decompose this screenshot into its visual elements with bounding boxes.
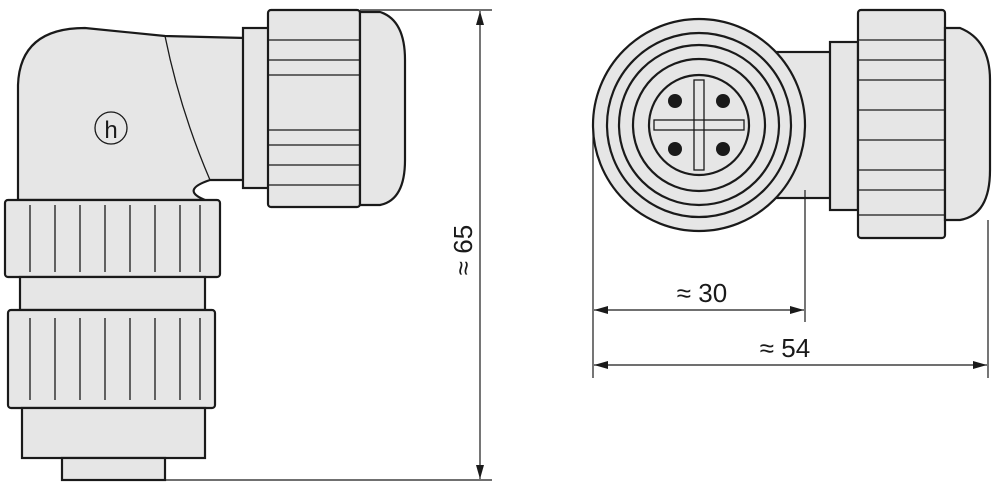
- body-mid: [18, 275, 207, 312]
- front-cable-cap: [943, 26, 992, 222]
- elbow-body: [16, 26, 247, 202]
- coupling-ribs: [29, 318, 201, 400]
- h-logo: h: [94, 111, 128, 145]
- pin-insert: [647, 73, 751, 177]
- logo-letter: h: [104, 117, 117, 144]
- inner-width-dimension-label: ≈ 30: [677, 278, 727, 308]
- insert-cross: [653, 79, 745, 171]
- front-view: ≈ 30 ≈ 54: [591, 8, 992, 378]
- coupling-nut: [6, 308, 217, 410]
- front-gland-coupling: [856, 8, 947, 240]
- gland-ribs: [268, 39, 360, 186]
- contact-pins: [668, 94, 730, 156]
- front-cable-nut: [828, 40, 860, 212]
- locking-ring: [3, 198, 222, 279]
- cable-nut: [241, 26, 271, 190]
- cable-cap: [358, 10, 407, 207]
- lower-body: [20, 406, 207, 460]
- bottom-plug: [60, 456, 167, 482]
- side-view: h ≈ 65: [3, 8, 492, 482]
- height-dimension-label: ≈ 65: [448, 225, 478, 275]
- total-width-dimension-label: ≈ 54: [760, 333, 810, 363]
- ring-ribs: [29, 205, 201, 272]
